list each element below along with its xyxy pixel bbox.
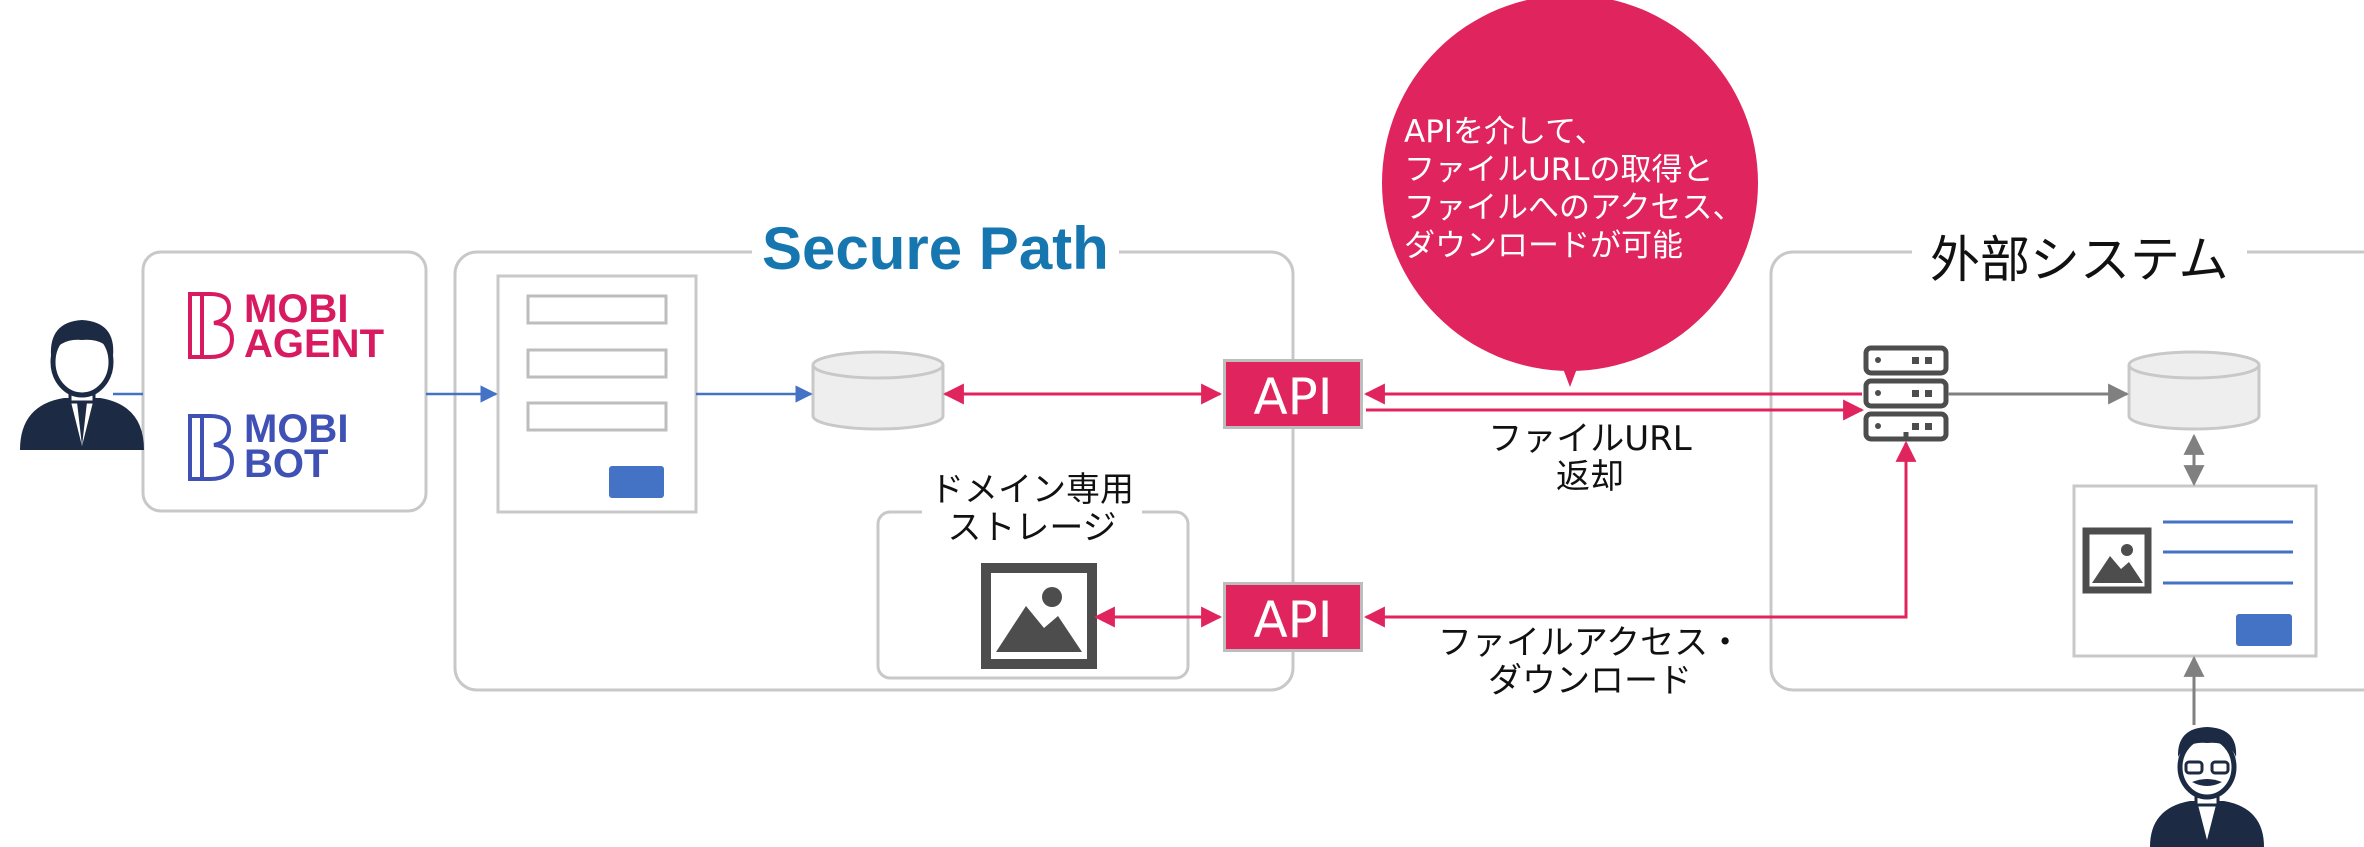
api-box-top: API [1223,359,1363,429]
form-document-icon [496,274,698,514]
mobi-bot-logo-line2: BOT [244,442,329,486]
server-file-access-arrow [1363,440,1917,628]
api-box-bottom: API [1223,582,1363,652]
file-access-download-label: ファイルアクセス・ ダウンロード [1437,623,1743,701]
domain-storage-label: ドメイン専用 ストレージ [922,471,1142,547]
mobi-bot-logo-line1: MOBI [244,407,349,451]
mobi-agent-logo-mark [188,292,235,359]
secure-path-title: Secure Path [752,214,1119,283]
callout-text: APIを介して、 ファイルURLの取得と ファイルへのアクセス、 ダウンロードが… [1404,114,1744,264]
file-url-return-label: ファイルURL 返却 [1488,419,1692,497]
server-icon [1863,345,1949,442]
image-icon [981,563,1097,669]
mobi-agent-logo-line2: AGENT [244,322,384,366]
person-with-glasses-icon [2150,727,2264,847]
external-system-title: 外部システム [1912,220,2247,292]
person-icon [20,320,144,450]
external-document-icon [2072,484,2318,658]
external-database-icon [2127,350,2261,431]
mobi-agent-logo-line1: MOBI [244,287,349,331]
database-icon [811,350,945,431]
mobi-product-box [141,250,428,513]
mobi-bot-logo-mark [188,414,235,481]
callout-bubble [1382,0,1758,387]
